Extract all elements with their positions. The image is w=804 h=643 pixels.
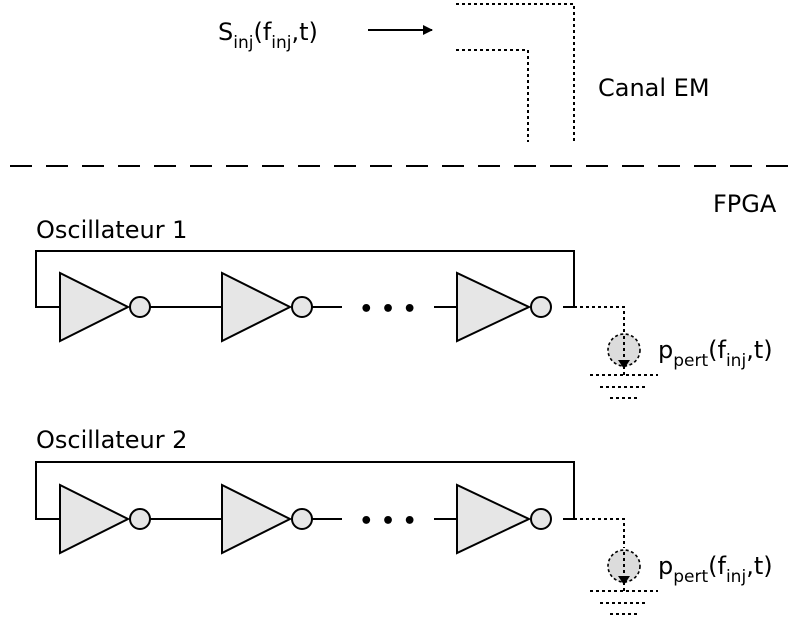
perturbation-label: ppert(finj,t) (658, 336, 773, 371)
inverter-bubble (129, 508, 151, 530)
inverter-2 (221, 483, 293, 555)
oscillator-label: Oscillateur 1 (36, 216, 187, 244)
tap-wire (574, 306, 625, 334)
feedback-loop (35, 250, 575, 308)
inverter-2 (221, 271, 293, 343)
fpga-label: FPGA (713, 190, 777, 218)
inverter-n (456, 271, 532, 343)
em-channel-outer-wall (456, 3, 575, 142)
perturbation-label: ppert(finj,t) (658, 552, 773, 587)
inverter-bubble (530, 296, 552, 318)
inverter-1 (59, 271, 131, 343)
inverter-bubble (530, 508, 552, 530)
ground-symbol (590, 582, 658, 615)
oscillator-label: Oscillateur 2 (36, 426, 187, 454)
ellipsis: • • • (359, 509, 417, 534)
inverter-1 (59, 483, 131, 555)
source-arrow-head (618, 576, 630, 585)
ground-symbol (590, 366, 658, 399)
ellipsis: • • • (359, 297, 417, 322)
em-channel (456, 3, 575, 142)
inverter-bubble (291, 508, 313, 530)
inverter-bubble (291, 296, 313, 318)
injection-signal-label: Sinj(finj,t) (218, 18, 318, 53)
inverter-bubble (129, 296, 151, 318)
channel-label: Canal EM (598, 74, 710, 102)
oscillator-2: Oscillateur 2 • • • ppert(finj,t) (35, 426, 773, 615)
source-arrow-head (618, 360, 630, 369)
inverter-n (456, 483, 532, 555)
oscillator-1: Oscillateur 1 • • • ppert(finj,t) (35, 216, 773, 399)
tap-wire (574, 518, 625, 548)
feedback-loop (35, 461, 575, 520)
em-channel-inner-wall (456, 49, 529, 142)
